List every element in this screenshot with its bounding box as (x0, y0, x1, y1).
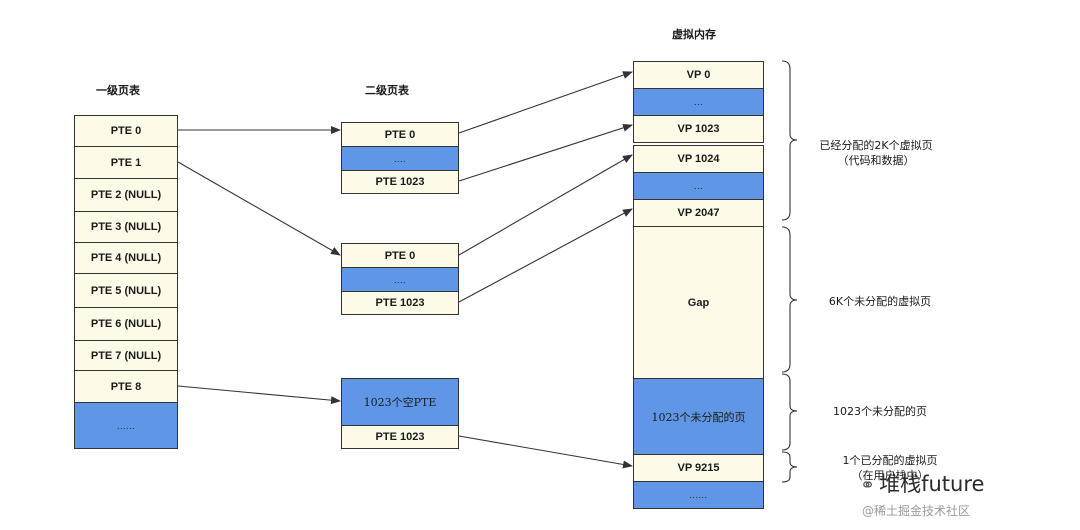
brace-allocated-1 (781, 451, 798, 483)
vmem-title: 虚拟内存 (672, 28, 716, 41)
note-allocated-2k: 已经分配的2K个虚拟页 （代码和数据） (806, 138, 946, 168)
level1-title: 一级页表 (96, 84, 140, 97)
level2b-ellipsis: .... (341, 267, 459, 292)
arrow-pte1-to-table-b (177, 161, 341, 256)
note-unallocated-1023: 1023个未分配的页 (833, 405, 927, 418)
level1-pte-0: PTE 0 (74, 115, 178, 147)
note-allocated-1: 1个已分配的虚拟页 （在用户栈中） (820, 453, 960, 483)
arrow-pte8-to-table-c (177, 385, 341, 405)
vp-2047: VP 2047 (633, 199, 764, 227)
level2a-pte-0: PTE 0 (341, 122, 459, 147)
level1-more: ...... (74, 402, 178, 449)
brace-allocated-2k (781, 60, 798, 221)
arrow-a0-to-vp0 (458, 71, 633, 134)
watermark-site: @稀土掘金技术社区 (862, 504, 971, 518)
level2-title: 二级页表 (365, 84, 409, 97)
watermark-brand: ⚭堆栈future (860, 468, 984, 498)
note-allocated-1-line1: 1个已分配的虚拟页 (842, 454, 938, 467)
level2a-ellipsis: .... (341, 146, 459, 171)
brace-unallocated-6k (781, 226, 798, 373)
note-allocated-2k-line2: （代码和数据） (837, 154, 915, 167)
level1-pte-3: PTE 3 (NULL) (74, 211, 178, 243)
vp-gap: Gap (633, 226, 764, 379)
level1-pte-4: PTE 4 (NULL) (74, 242, 178, 274)
vp-more: ...... (633, 481, 764, 509)
vp-0: VP 0 (633, 61, 764, 89)
arrow-b1023-to-vp2047 (458, 208, 633, 303)
arrow-b0-to-vp1024 (458, 154, 633, 256)
arrow-c1023-to-vp9215 (458, 435, 633, 469)
vp-1023: VP 1023 (633, 115, 764, 143)
vp-ellipsis-2: ... (633, 172, 764, 200)
level2b-pte-1023: PTE 1023 (341, 291, 459, 315)
note-allocated-2k-line1: 已经分配的2K个虚拟页 (819, 139, 933, 152)
level1-pte-1: PTE 1 (74, 146, 178, 179)
watermark-brand-text: 堆栈future (879, 472, 985, 496)
vp-unallocated-1023: 1023个未分配的页 (633, 378, 764, 455)
note-allocated-1-line2: （在用户栈中） (851, 469, 929, 482)
note-unallocated-6k: 6K个未分配的虚拟页 (828, 295, 932, 308)
wechat-icon: ⚭ (860, 475, 876, 496)
level2c-pte-1023: PTE 1023 (341, 425, 459, 449)
arrow-a1023-to-vp1023 (458, 123, 633, 182)
level2a-pte-1023: PTE 1023 (341, 170, 459, 194)
level1-pte-2: PTE 2 (NULL) (74, 178, 178, 212)
level1-pte-7: PTE 7 (NULL) (74, 340, 178, 371)
level2c-empty-ptes: 1023个空PTE (341, 378, 459, 426)
brace-unallocated-1023 (781, 373, 798, 451)
